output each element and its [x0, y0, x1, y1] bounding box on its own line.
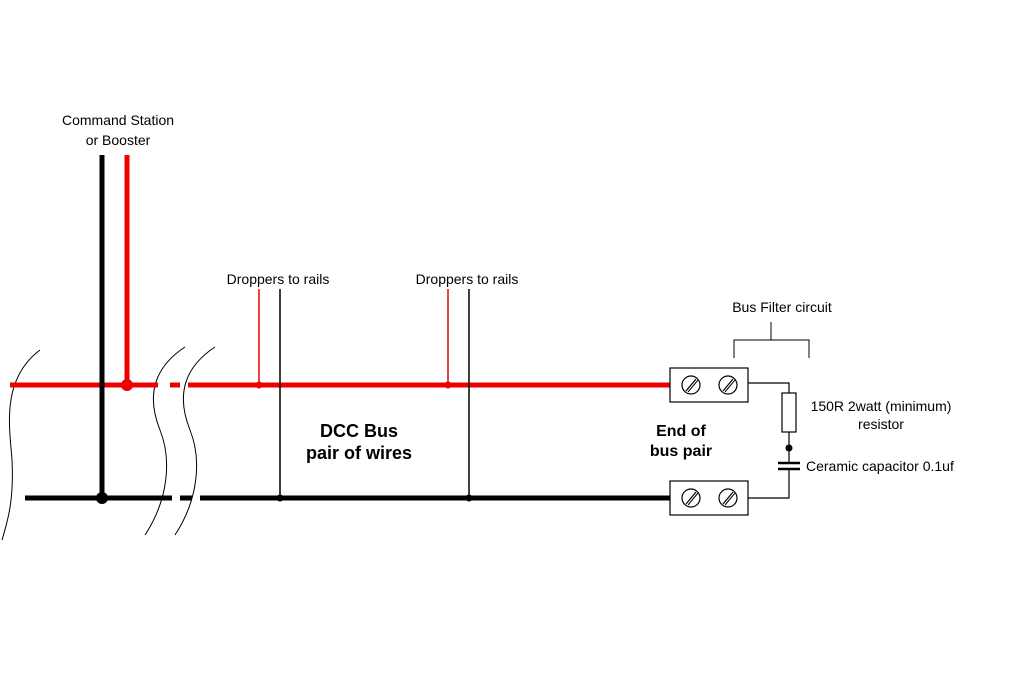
- droppers-label-1: Droppers to rails: [227, 271, 330, 287]
- resistor-label-line2: resistor: [858, 416, 904, 432]
- end-of-bus-label-line1: End of: [656, 423, 706, 440]
- dropper-2-red-junction: [444, 381, 452, 389]
- dropper-1-black-junction: [276, 494, 284, 502]
- resistor-label-line1: 150R 2watt (minimum): [811, 398, 952, 414]
- capacitor-label: Ceramic capacitor 0.1uf: [806, 458, 954, 474]
- dcc-bus-label-line2: pair of wires: [306, 443, 412, 463]
- filter-wire-bottom: [748, 469, 790, 499]
- middle-break-curve-2: [174, 346, 216, 536]
- terminal-block-top: [669, 367, 749, 403]
- station-red-junction: [121, 379, 133, 391]
- droppers-label-2: Droppers to rails: [416, 271, 519, 287]
- middle-break-curve-1: [144, 346, 186, 536]
- break-curves: [1, 346, 216, 541]
- end-of-bus-label-line2: bus pair: [650, 443, 712, 460]
- screw-terminal-icon: [681, 375, 701, 395]
- dropper-2-black-junction: [465, 494, 473, 502]
- filter-wire-top: [748, 382, 790, 393]
- screw-terminal-icon: [681, 488, 701, 508]
- dropper-1-red-junction: [255, 381, 263, 389]
- screw-terminal-icon: [718, 488, 738, 508]
- left-break-curve: [1, 349, 41, 541]
- station-black-junction: [96, 492, 108, 504]
- station-label-line2: or Booster: [86, 132, 151, 148]
- bus-filter-label: Bus Filter circuit: [732, 299, 832, 315]
- terminal-block-bottom: [669, 480, 749, 516]
- dcc-bus-label-line1: DCC Bus: [320, 421, 398, 441]
- bus-filter-bracket: [733, 339, 810, 358]
- resistor-icon: [781, 392, 797, 433]
- filter-junction-dot: [785, 444, 793, 452]
- screw-terminal-icon: [718, 375, 738, 395]
- station-label-line1: Command Station: [62, 112, 174, 128]
- capacitor-icon: [778, 461, 800, 471]
